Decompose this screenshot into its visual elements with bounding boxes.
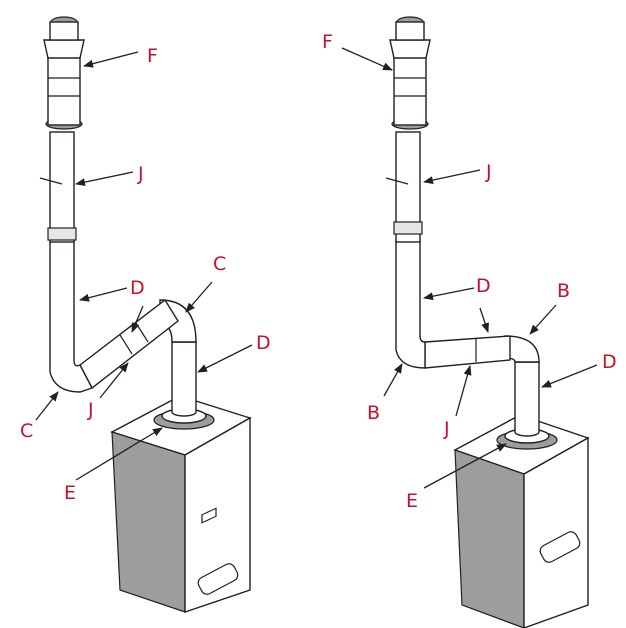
right-arrow-J-upper [423, 169, 481, 185]
label-J: J [443, 418, 450, 440]
label-F: F [322, 31, 333, 53]
left-arrow-C-upper [185, 281, 213, 313]
right-arrow-D-horizontal [479, 307, 489, 333]
left-arrow-C-lower [35, 391, 59, 421]
right-horizontal-pipe [424, 335, 511, 369]
right-lower-elbow [395, 239, 426, 369]
label-D: D [602, 351, 617, 373]
label-D: D [256, 332, 271, 354]
left-boiler [110, 395, 252, 613]
left-arrow-D-vertical [79, 287, 128, 302]
label-J: J [87, 399, 94, 421]
label-J: J [485, 161, 492, 183]
left-vertical-pipe [49, 131, 75, 243]
right-arrow-J-lower [455, 365, 472, 417]
right-arrow-B-lower [383, 363, 403, 397]
right-arrow-E [423, 443, 507, 489]
left-boiler-riser [171, 341, 197, 417]
right-arrow-D-boiler [541, 364, 598, 388]
left-arrow-J-upper [75, 171, 134, 187]
right-boiler [453, 414, 590, 628]
left-arrow-E [75, 427, 163, 481]
label-D: D [476, 275, 491, 297]
right-boiler-riser [514, 361, 540, 437]
left-arrow-F [83, 51, 139, 68]
left-arrow-J-target [131, 305, 144, 333]
left-terminal [43, 16, 85, 130]
right-arrow-B-upper [529, 304, 557, 335]
left-arrow-D-boiler [197, 344, 253, 373]
label-C: C [213, 253, 226, 275]
label-F: F [147, 45, 158, 67]
right-arrow-D-vertical [423, 287, 475, 301]
label-B: B [367, 402, 380, 424]
label-E: E [406, 490, 418, 512]
label-J: J [137, 163, 144, 185]
right-arrow-F [341, 47, 393, 71]
label-B: B [557, 280, 570, 302]
right-flue-assembly: F J D B D B J E [322, 16, 617, 628]
label-D: D [130, 277, 145, 299]
label-C: C [20, 420, 33, 442]
left-arrow-J-lower [99, 362, 129, 399]
left-lower-elbow [49, 239, 94, 393]
label-E: E [64, 482, 76, 504]
right-terminal [389, 16, 431, 130]
left-flue-assembly: F J D C D J C E [20, 16, 271, 613]
left-horizontal-pipe [79, 298, 179, 390]
